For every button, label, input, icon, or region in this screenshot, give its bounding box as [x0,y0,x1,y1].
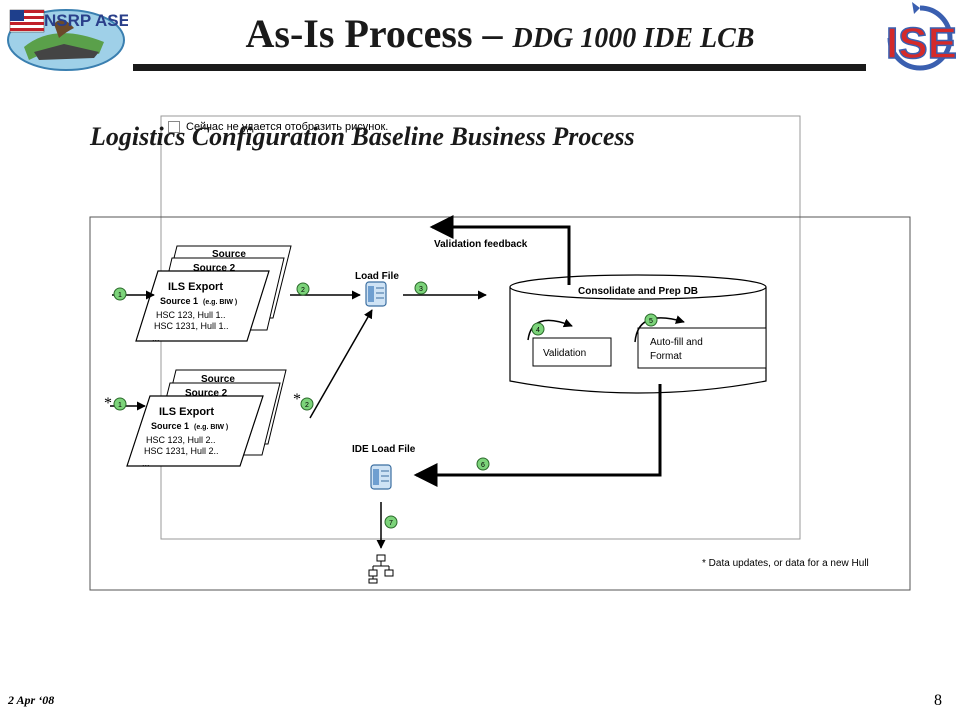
source-mid-label: Source 2 [185,388,228,399]
validation-feedback-arrow [429,215,571,285]
title-underline [133,64,866,71]
load-file-icon [365,281,387,307]
svg-text:1: 1 [118,402,122,409]
step-1b-marker: 1 [113,397,127,411]
autofill-label-line2: Format [650,351,682,362]
ise-logo: ISE [885,2,958,71]
hsc-ellipsis: ... [142,458,150,468]
hsc-line-1: HSC 123, Hull 2.. [146,435,216,445]
svg-text:NSRP ASE: NSRP ASE [44,11,128,30]
svg-text:6: 6 [481,462,485,469]
svg-text:ISE: ISE [886,19,957,68]
svg-text:2: 2 [305,402,309,409]
validation-label: Validation [543,348,586,359]
svg-text:7: 7 [389,520,393,527]
source1-eg: (e.g. BIW ) [194,424,228,431]
footnote: * Data updates, or data for a new Hull [702,558,869,569]
source-stack-bottom: Source Source 2 ILS Export Source 1 (e.g… [126,369,287,468]
source-stack-top: Source Source 2 ILS Export Source 1 (e.g… [135,245,292,343]
svg-text:3: 3 [419,286,423,293]
step-4-marker: 4 [531,322,545,336]
source-doc-front [135,270,270,342]
broken-image-text: Сейчас не удается отобразить рисунок. [186,121,389,133]
step-6-marker: 6 [476,457,490,471]
validation-box [532,337,612,367]
consolidate-label: Consolidate and Prep DB [578,286,698,297]
source-back-label: Source [201,374,235,385]
outer-frame [89,216,911,591]
svg-text:4: 4 [536,327,540,334]
hsc-line-2: HSC 1231, Hull 2.. [144,446,219,456]
hsc-ellipsis: ... [152,333,160,343]
load-file-label: Load File [355,271,399,282]
validation-feedback-label: Validation feedback [434,239,528,250]
ils-export-title: ILS Export [168,281,223,293]
page-title: As-Is Process – DDG 1000 IDE LCB [150,10,850,57]
svg-text:5: 5 [649,318,653,325]
step-2a-marker: 2 [296,282,310,296]
page-number: 8 [934,692,942,709]
asterisk-left: * [104,395,112,412]
step-7-marker: 7 [384,515,398,529]
hsc-line-1: HSC 123, Hull 1.. [156,310,226,320]
arrow-bottom-to-loadfile [309,309,373,419]
source-doc-front [126,395,264,467]
autofill-label-line1: Auto-fill and [650,337,703,348]
broken-image-icon [168,121,180,133]
source-back-label: Source [212,249,246,260]
arrow-db-to-ide [413,384,662,487]
step-1a-marker: 1 [113,287,127,301]
title-sub: DDG 1000 IDE LCB [512,23,755,54]
asterisk-right: * [293,391,301,408]
hsc-line-2: HSC 1231, Hull 1.. [154,321,229,331]
footer-date: 2 Apr ‘08 [8,693,55,707]
autofill-box [637,327,767,369]
hierarchy-icon [368,554,394,584]
ide-load-file-label: IDE Load File [352,444,416,455]
step-2b-marker: 2 [300,397,314,411]
svg-text:2: 2 [301,287,305,294]
step-5-marker: 5 [644,313,658,327]
nsrp-ase-logo: NSRP ASE [7,9,128,71]
broken-image-placeholder: Сейчас не удается отобразить рисунок. [168,121,388,133]
ils-export-title: ILS Export [159,406,214,418]
source-mid-label: Source 2 [193,263,236,274]
diagram-title: Logistics Configuration Baseline Busines… [90,122,635,151]
source1-eg: (e.g. BIW ) [203,299,237,306]
validation-curve-arrow [527,318,573,341]
title-main: As-Is Process – [245,11,513,56]
source1-label: Source 1 [160,296,198,306]
svg-text:1: 1 [118,292,122,299]
source1-label: Source 1 [151,421,189,431]
ide-load-file-icon [370,464,392,490]
step-3-marker: 3 [414,281,428,295]
